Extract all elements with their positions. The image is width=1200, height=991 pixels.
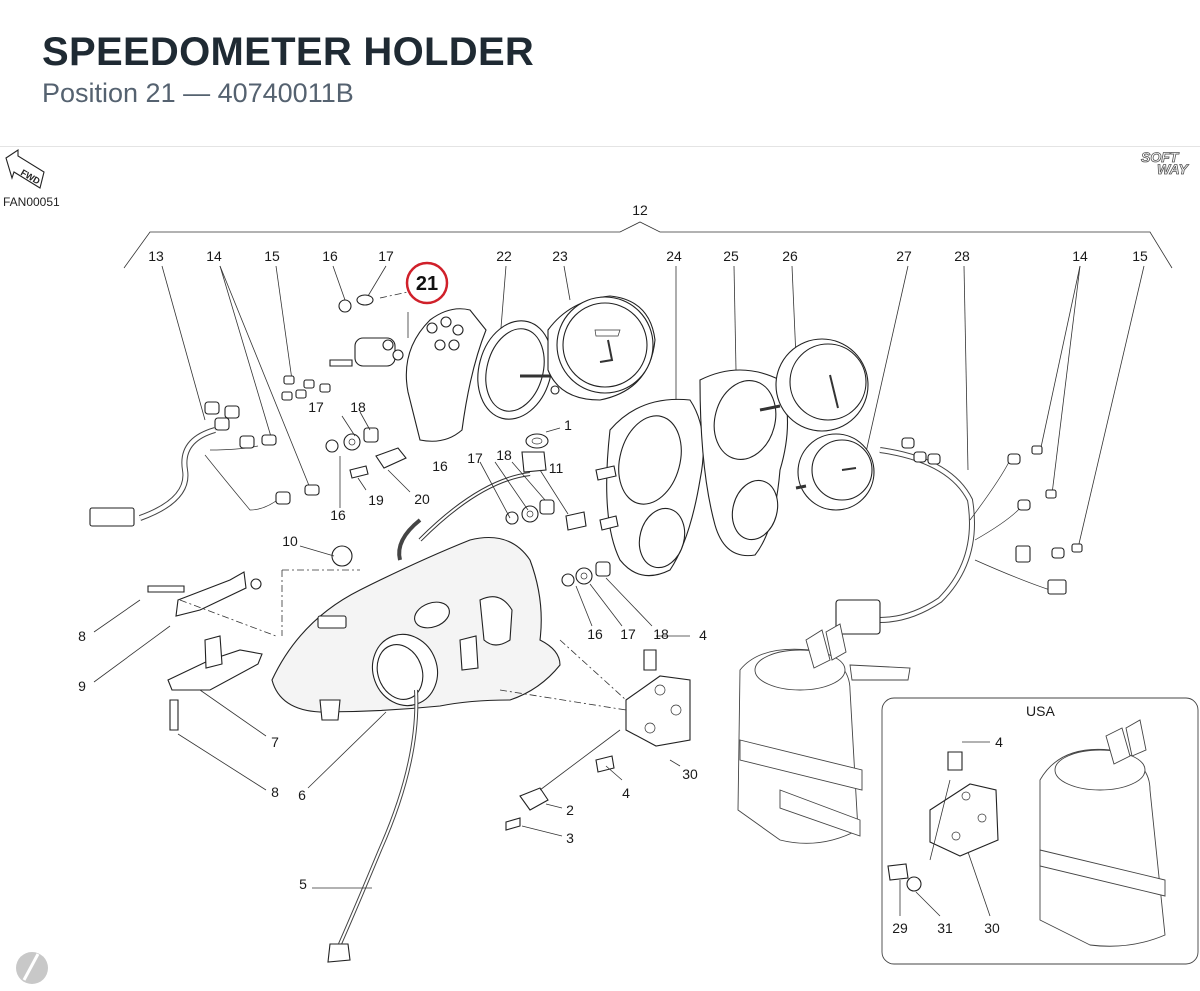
callout-9[interactable]: 9	[78, 678, 86, 694]
callout-15[interactable]: 15	[264, 248, 280, 264]
speedometer-cable	[312, 518, 422, 963]
highlighted-position-label[interactable]: 21	[416, 273, 438, 295]
page-logo-icon	[16, 952, 48, 984]
callout-19[interactable]: 19	[368, 492, 384, 508]
usa-inset: USA	[881, 697, 1199, 965]
callout-16-d[interactable]: 16	[587, 626, 603, 642]
callout-18-c[interactable]: 18	[653, 626, 669, 642]
header-divider	[0, 146, 1200, 147]
fwd-arrow-icon: FWD	[5, 148, 45, 189]
callout-25[interactable]: 25	[723, 248, 739, 264]
callout-12[interactable]: 12	[632, 202, 648, 218]
callout-8-top[interactable]: 8	[78, 628, 86, 644]
callout-23[interactable]: 23	[552, 248, 568, 264]
callout-4-top[interactable]: 4	[699, 627, 707, 643]
callout-16[interactable]: 16	[322, 248, 338, 264]
callout-16-b[interactable]: 16	[432, 458, 448, 474]
instrument-housing	[561, 338, 875, 627]
callout-30[interactable]: 30	[682, 766, 698, 782]
center-small-parts	[325, 411, 587, 542]
bulb-holder-cluster	[329, 291, 487, 442]
left-bracket-parts	[93, 569, 387, 791]
callout-27[interactable]: 27	[896, 248, 912, 264]
wiring-harness-right	[835, 437, 1083, 635]
callout-usa-30[interactable]: 30	[984, 920, 1000, 936]
page-title: SPEEDOMETER HOLDER	[42, 30, 535, 74]
callout-22[interactable]: 22	[496, 248, 512, 264]
callout-13[interactable]: 13	[148, 248, 164, 264]
callout-3[interactable]: 3	[566, 830, 574, 846]
callout-4-bottom[interactable]: 4	[622, 785, 630, 801]
callout-28[interactable]: 28	[954, 248, 970, 264]
brand-line-1: SOFT	[1141, 149, 1179, 165]
callout-18-a[interactable]: 18	[350, 399, 366, 415]
callout-2[interactable]: 2	[566, 802, 574, 818]
softway-logo: SOFT WAY	[1137, 150, 1195, 180]
callout-14-right[interactable]: 14	[1072, 248, 1088, 264]
callout-usa-4[interactable]: 4	[995, 734, 1003, 750]
callout-usa-29[interactable]: 29	[892, 920, 908, 936]
group-bracket-12	[123, 221, 1173, 269]
callout-11[interactable]: 11	[549, 460, 564, 476]
frame-tubes	[737, 623, 911, 844]
callout-15-right[interactable]: 15	[1132, 248, 1148, 264]
callout-20[interactable]: 20	[414, 491, 430, 507]
brand-line-2: WAY	[1157, 161, 1189, 177]
callout-24[interactable]: 24	[666, 248, 682, 264]
callout-16-c[interactable]: 16	[330, 507, 346, 523]
callout-8-bottom[interactable]: 8	[271, 784, 279, 800]
callout-5[interactable]: 5	[299, 876, 307, 892]
callout-6[interactable]: 6	[298, 787, 306, 803]
callout-labels: 12 13 14 15 16 17 22 23 24 25 26 27 28 1…	[78, 202, 1148, 936]
top-leader-lines	[161, 265, 1145, 549]
callout-17-c[interactable]: 17	[467, 450, 483, 466]
wiring-harness-left	[89, 375, 331, 527]
page-subtitle: Position 21 — 40740011B	[42, 78, 354, 108]
callout-18-b[interactable]: 18	[496, 447, 512, 463]
callout-7[interactable]: 7	[271, 734, 279, 750]
figure-code: FAN00051	[3, 195, 60, 209]
speedometer-holder-body	[271, 536, 561, 721]
callout-14[interactable]: 14	[206, 248, 222, 264]
highlight-circle-21	[405, 261, 449, 305]
callout-10[interactable]: 10	[282, 533, 298, 549]
callout-17-b[interactable]: 17	[308, 399, 324, 415]
bezel-and-tachometer	[477, 295, 656, 420]
callout-26[interactable]: 26	[782, 248, 798, 264]
callout-17[interactable]: 17	[378, 248, 394, 264]
usa-inset-title: USA	[1026, 703, 1055, 719]
callout-17-d[interactable]: 17	[620, 626, 636, 642]
right-bracket-parts	[499, 635, 691, 837]
callout-usa-31[interactable]: 31	[937, 920, 953, 936]
callout-1[interactable]: 1	[564, 417, 572, 433]
